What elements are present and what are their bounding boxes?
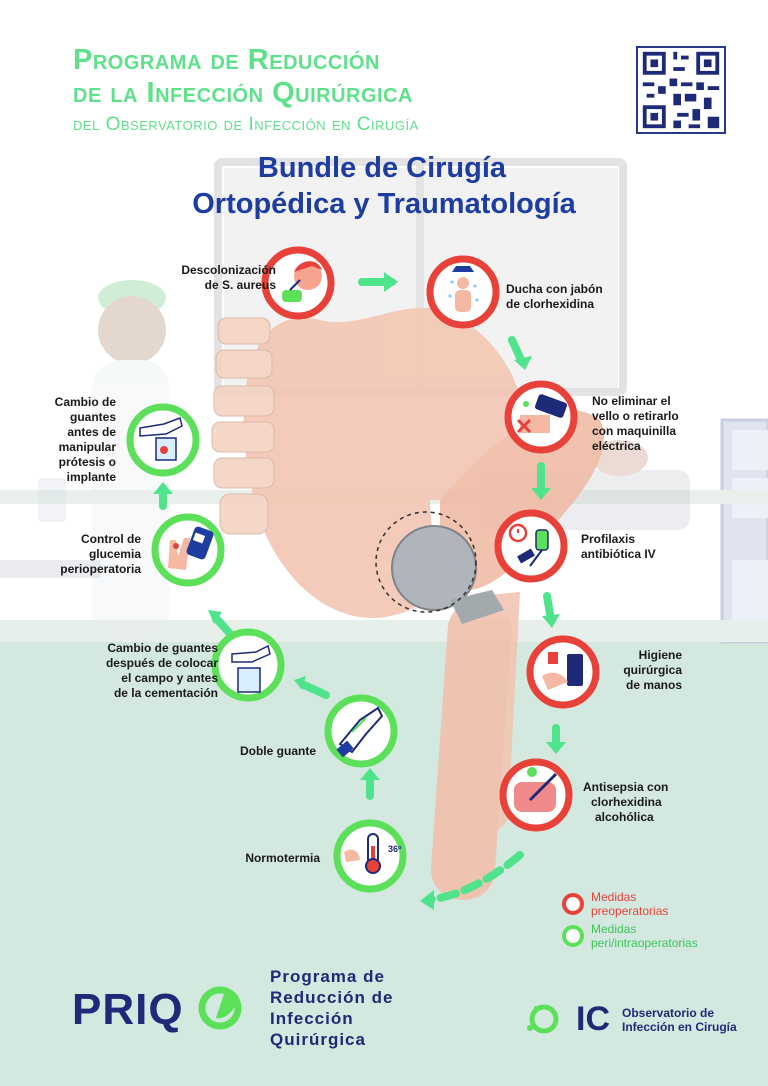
legend-green-circle-icon	[562, 925, 584, 947]
priq-logo: PRIQ	[72, 985, 184, 1034]
step-label-line: Normotermia	[245, 851, 320, 865]
legend-line: Medidas	[591, 922, 637, 936]
step-label-line: el campo y antes	[121, 671, 218, 685]
legend-line: Medidas	[591, 890, 637, 904]
step-label-line: de S. aureus	[204, 278, 276, 292]
step-label-glucemia: Control de glucemia perioperatoria	[60, 532, 141, 577]
header-title-line2: de la Infección Quirúrgica	[73, 77, 414, 109]
priq-name-line: Quirúrgica	[270, 1030, 366, 1049]
step-label-descolonizacion: Descolonización de S. aureus	[181, 263, 276, 293]
step-label-line: con maquinilla	[592, 424, 677, 438]
priq-logo-mark-icon	[198, 986, 242, 1030]
bundle-title-line2: Ortopédica y Traumatología	[192, 188, 576, 220]
legend-line: preoperatorias	[591, 904, 669, 918]
step-label-doble-guante: Doble guante	[240, 744, 316, 759]
step-label-line: antibiótica IV	[581, 547, 656, 561]
step-label-line: Antisepsia con	[583, 780, 669, 794]
qr-code-icon[interactable]	[636, 46, 726, 134]
step-label-line: quirúrgica	[623, 663, 682, 677]
oic-name: Observatorio de Infección en Cirugía	[622, 1006, 737, 1034]
header-title-line1: Programa de Reducción	[73, 44, 380, 76]
step-label-line: después de colocar	[105, 656, 218, 670]
step-label-ducha: Ducha con jabón de clorhexidina	[506, 282, 603, 312]
legend-intraoperatorias: Medidas peri/intraoperatorias	[591, 922, 698, 950]
step-label-line: glucemia	[88, 547, 141, 561]
step-label-line: Ducha con jabón	[506, 282, 603, 296]
step-label-vello: No eliminar el vello o retirarlo con maq…	[592, 394, 679, 454]
legend-line: peri/intraoperatorias	[591, 936, 698, 950]
oic-logo-text: IC	[576, 1000, 610, 1038]
step-label-line: Profilaxis	[581, 532, 636, 546]
priq-name-line: Programa de	[270, 967, 385, 986]
step-label-line: de clorhexidina	[506, 297, 595, 311]
priq-name-line: Reducción de	[270, 988, 394, 1007]
step-label-cambio-guantes-implante: Cambio de guantes antes de manipular pró…	[55, 395, 116, 485]
step-label-line: Doble guante	[239, 744, 316, 758]
step-label-line: implante	[66, 470, 116, 484]
oic-logo: IC	[560, 1000, 610, 1039]
step-label-line: Cambio de	[54, 395, 116, 409]
oic-name-line: Observatorio de	[622, 1006, 715, 1020]
step-label-line: guantes	[69, 410, 116, 424]
step-label-line: de manos	[625, 678, 682, 692]
step-label-line: No eliminar el	[592, 394, 671, 408]
step-label-line: antes de	[67, 425, 116, 439]
oic-name-line: Infección en Cirugía	[622, 1020, 737, 1034]
legend-preoperatorias: Medidas preoperatorias	[591, 890, 668, 918]
step-label-line: Control de	[81, 532, 141, 546]
step-label-line: manipular	[58, 440, 116, 454]
bundle-title-line1: Bundle de Cirugía	[257, 152, 507, 184]
step-label-cambio-guantes-cementacion: Cambio de guantes después de colocar el …	[106, 641, 218, 701]
step-label-higiene: Higiene quirúrgica de manos	[623, 648, 682, 693]
step-label-line: eléctrica	[592, 439, 641, 453]
priq-name-line: Infección	[270, 1009, 354, 1028]
oic-logo-mark-icon	[527, 1004, 559, 1034]
step-label-line: Cambio de guantes	[107, 641, 218, 655]
priq-name: Programa de Reducción de Infección Quirú…	[270, 966, 393, 1050]
header-subtitle: del Observatorio de Infección en Cirugía	[73, 114, 419, 135]
legend-markers	[562, 893, 584, 947]
step-label-profilaxis: Profilaxis antibiótica IV	[581, 532, 656, 562]
step-label-line: Descolonización	[181, 263, 276, 277]
step-label-line: alcohólica	[595, 810, 654, 824]
step-label-line: clorhexidina	[591, 795, 662, 809]
step-label-line: de la cementación	[113, 686, 218, 700]
step-label-line: prótesis o	[58, 455, 116, 469]
step-label-line: Higiene	[638, 648, 682, 662]
legend-red-circle-icon	[562, 893, 584, 915]
step-label-line: vello o retirarlo	[592, 409, 679, 423]
step-label-normotermia: Normotermia	[245, 851, 320, 866]
step-label-antisepsia: Antisepsia con clorhexidina alcohólica	[583, 780, 668, 825]
step-label-line: perioperatoria	[60, 562, 141, 576]
